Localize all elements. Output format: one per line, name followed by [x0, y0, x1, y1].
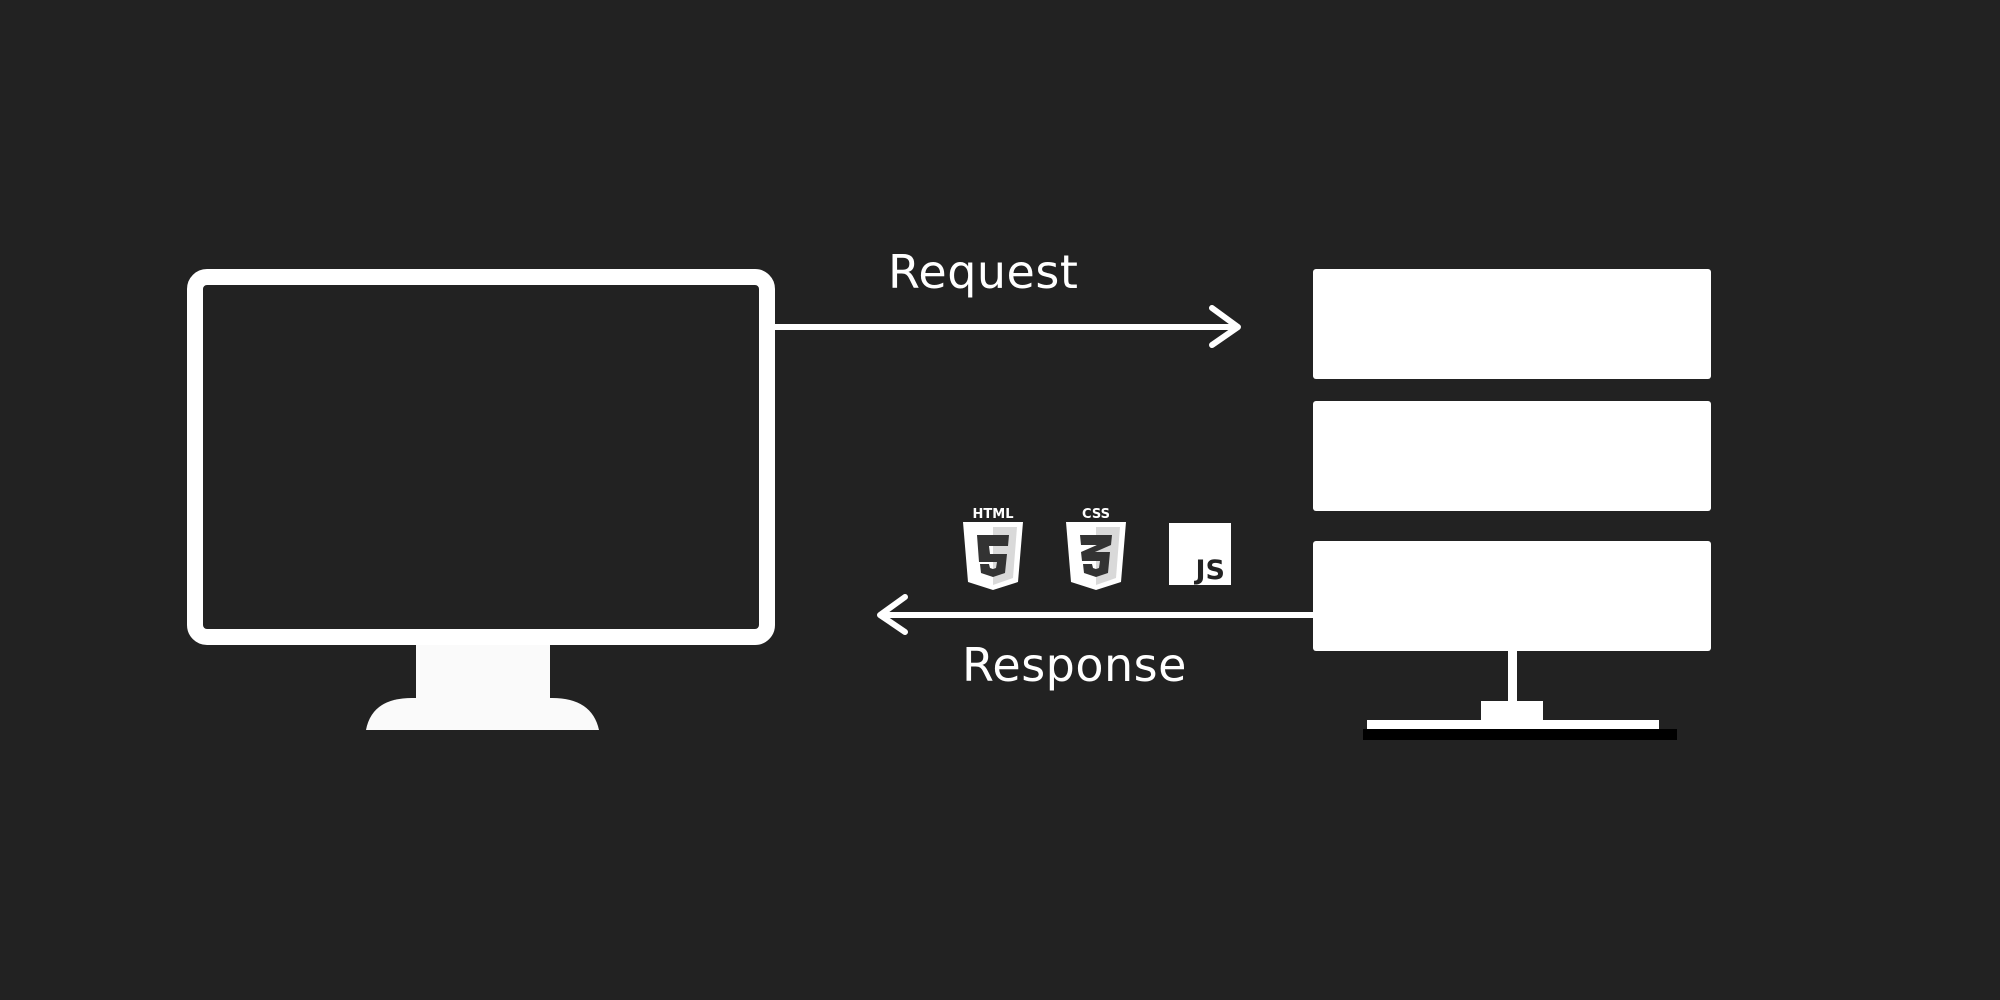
server-unit-top [1313, 269, 1711, 379]
css3-icon: CSS [1066, 507, 1126, 590]
javascript-icon: JS [1169, 523, 1231, 586]
html-icon-label: HTML [973, 507, 1014, 522]
response-label: Response [962, 638, 1187, 692]
css-icon-label: CSS [1082, 507, 1110, 522]
server-stand-pole [1508, 651, 1517, 703]
monitor-screen [187, 269, 775, 645]
html5-icon: HTML [963, 507, 1023, 590]
server-unit-middle [1313, 401, 1711, 511]
server-unit-bottom [1313, 541, 1711, 651]
monitor-neck [416, 645, 550, 699]
js-icon-label: JS [1194, 555, 1226, 586]
server-stand-joint [1481, 701, 1543, 721]
response-arrow [877, 594, 1313, 635]
server-icon [1313, 269, 1711, 740]
request-arrow [775, 305, 1241, 348]
server-stand-base-shadow [1363, 729, 1677, 740]
monitor-icon [187, 269, 775, 730]
request-label: Request [888, 245, 1079, 299]
monitor-base [366, 698, 599, 730]
server-stand-base [1367, 720, 1659, 729]
